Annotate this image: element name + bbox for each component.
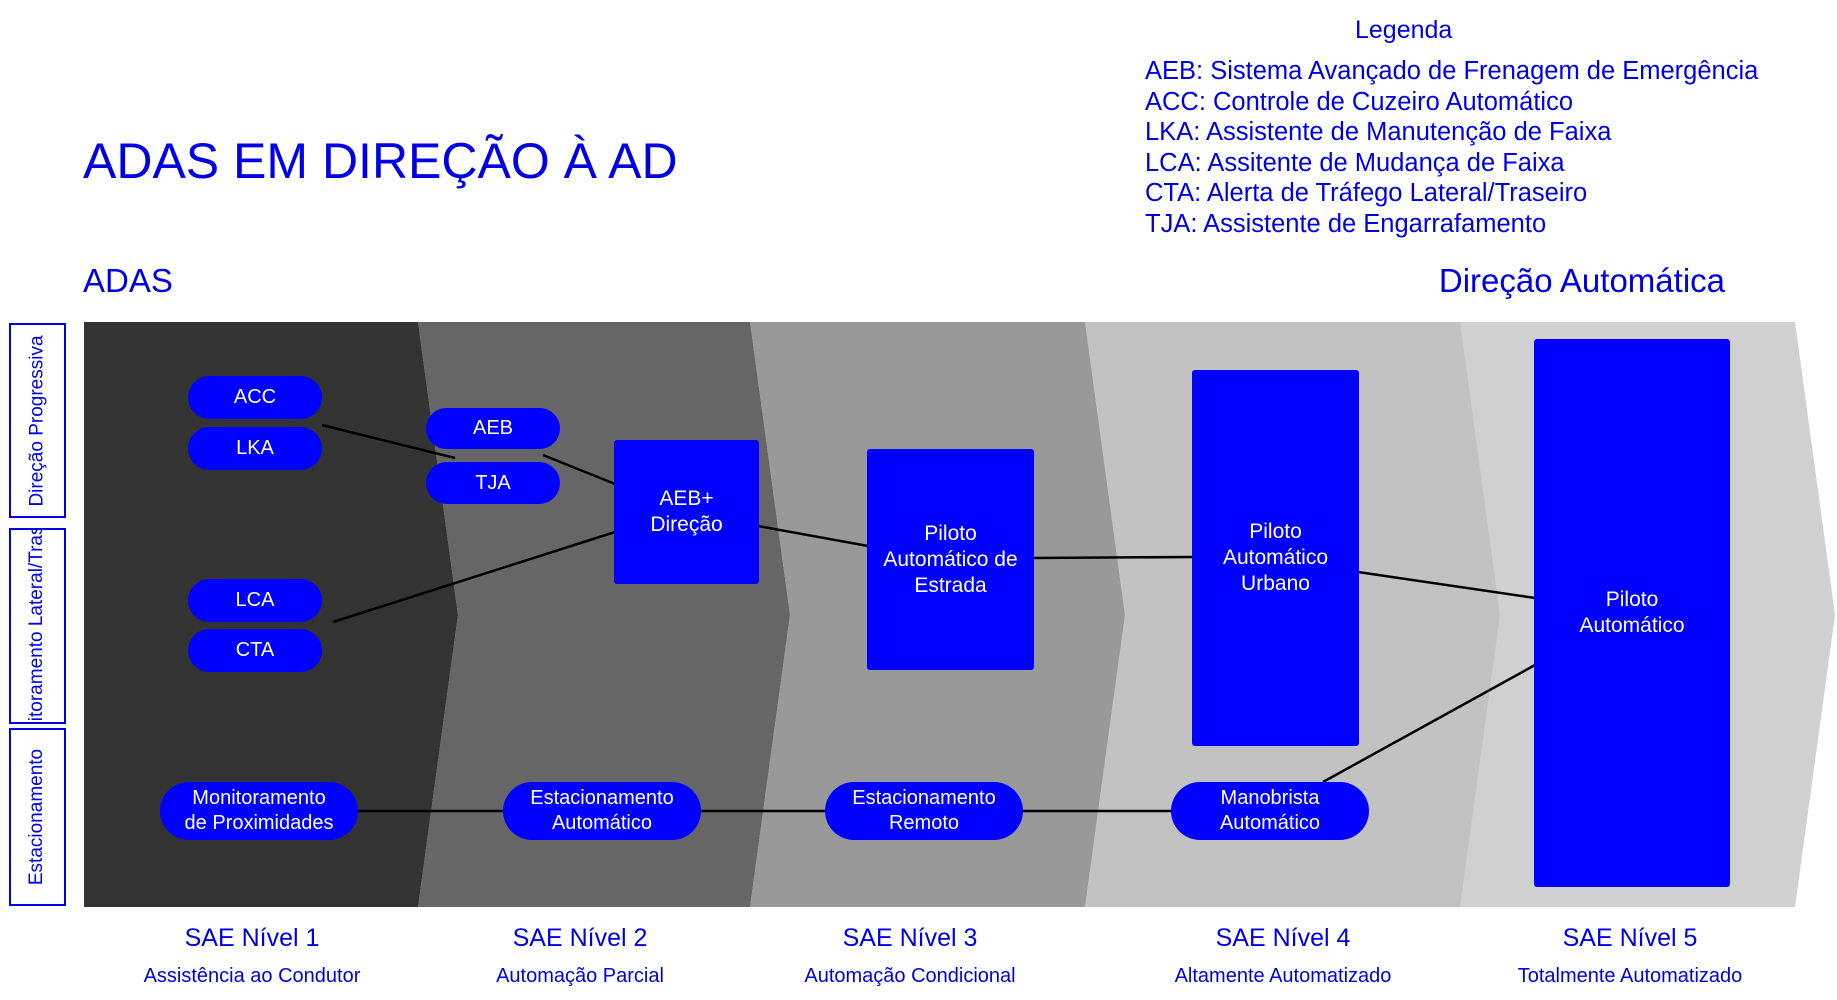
row-tab-label: Monitoramento Lateral/Traseiro xyxy=(26,528,48,724)
node-piloto-estrada: Piloto Automático de Estrada xyxy=(867,449,1034,670)
row-tab-direcao-progressiva: Direção Progressiva xyxy=(9,323,66,518)
automated-driving-label: Direção Automática xyxy=(1438,262,1725,299)
level-2-desc: Automação Parcial xyxy=(496,965,664,987)
node-monitoramento-proximidades: Monitoramento de Proximidades xyxy=(160,782,358,840)
adas-label: ADAS xyxy=(83,262,173,299)
page-title: ADAS EM DIREÇÃO À AD xyxy=(83,133,678,189)
legend-item-tja: TJA: Assistente de Engarrafamento xyxy=(1145,209,1547,238)
connector-manobrista-piloto xyxy=(1322,663,1536,784)
level-1-name: SAE Nível 1 xyxy=(184,924,320,952)
node-estacionamento-remoto: Estacionamento Remoto xyxy=(825,782,1023,840)
node-piloto-urbano: Piloto Automático Urbano xyxy=(1192,370,1359,746)
row-tab-monitoramento: Monitoramento Lateral/Traseiro xyxy=(9,528,66,724)
row-tab-label: Direção Progressiva xyxy=(26,334,48,507)
level-5-name: SAE Nível 5 xyxy=(1562,924,1698,952)
level-3-name: SAE Nível 3 xyxy=(842,924,978,952)
node-acc: ACC xyxy=(188,376,322,419)
level-5-desc: Totalmente Automatizado xyxy=(1517,965,1743,987)
node-lka: LKA xyxy=(188,427,322,470)
row-tab-estacionamento: Estacionamento xyxy=(9,728,66,906)
row-tab-label: Estacionamento xyxy=(26,748,48,886)
node-estacionamento-automatico: Estacionamento Automático xyxy=(503,782,701,840)
connector-aeb-aeb-direcao xyxy=(542,453,616,486)
node-manobrista-automatico: Manobrista Automático xyxy=(1171,782,1369,840)
level-1-desc: Assistência ao Condutor xyxy=(143,965,361,987)
legend-item-cta: CTA: Alerta de Tráfego Lateral/Traseiro xyxy=(1145,179,1588,207)
legend-item-acc: ACC: Controle de Cuzeiro Automático xyxy=(1145,87,1574,116)
level-2-name: SAE Nível 2 xyxy=(512,924,648,952)
connector-estrada-urbano xyxy=(1032,555,1194,560)
legend: AEB: Sistema Avançado de Frenagem de Eme… xyxy=(1145,56,1758,239)
legend-item-lca: LCA: Assitente de Mudança de Faixa xyxy=(1145,148,1565,177)
legend-item-aeb: AEB: Sistema Avançado de Frenagem de Eme… xyxy=(1145,57,1759,85)
legend-title: Legenda xyxy=(1355,16,1453,44)
node-cta: CTA xyxy=(188,629,322,672)
level-4-name: SAE Nível 4 xyxy=(1215,924,1351,952)
level-4-desc: Altamente Automatizado xyxy=(1174,965,1392,987)
connector-aeb-direcao-estrada xyxy=(757,524,869,548)
node-aeb: AEB xyxy=(426,408,560,449)
connector-urbano-piloto xyxy=(1357,570,1536,600)
connector-acc-tja xyxy=(321,423,456,460)
level-3-desc: Automação Condicional xyxy=(804,965,1016,987)
connector-lca-aeb-direcao xyxy=(332,530,616,624)
node-piloto-automatico: Piloto Automático xyxy=(1534,339,1730,887)
node-lca: LCA xyxy=(188,579,322,622)
node-tja: TJA xyxy=(426,462,560,504)
legend-item-lka: LKA: Assistente de Manutenção de Faixa xyxy=(1145,118,1612,146)
node-aeb-direcao: AEB+ Direção xyxy=(614,440,759,584)
